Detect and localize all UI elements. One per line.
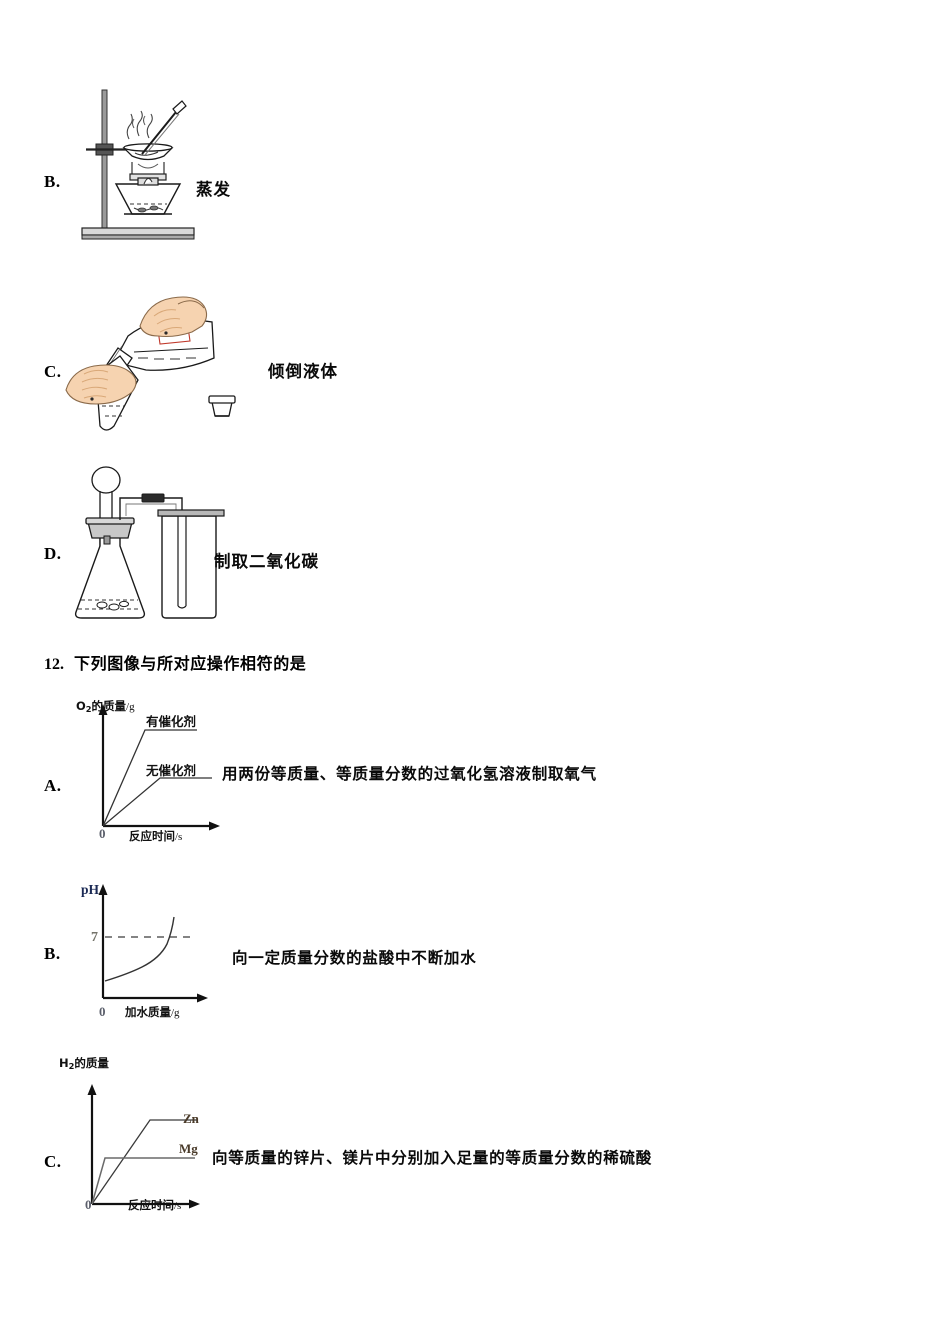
question-12: 12. 下列图像与所对应操作相符的是: [44, 650, 306, 674]
option-b-caption: 蒸发: [196, 180, 231, 199]
graph-option-a-description: 用两份等质量、等质量分数的过氧化氢溶液制取氧气: [222, 765, 597, 783]
chart-b: [72, 876, 302, 1016]
option-c-letter: C.: [44, 362, 62, 381]
chart-c-series-label-zn: Zn: [183, 1111, 199, 1126]
chart-c-series-label-mg: Mg: [179, 1141, 198, 1156]
chart-b-xlabel: 加水质量/g: [125, 1005, 180, 1019]
chart-a-ylabel: O2的质量/g: [76, 699, 135, 714]
option-d-caption: 制取二氧化碳: [214, 552, 319, 571]
chart-b-origin-tick: 0: [99, 1004, 106, 1019]
chart-a: [72, 694, 292, 844]
graph-option-a-letter: A.: [44, 776, 62, 795]
chart-a-series-label-without-catalyst: 无催化剂: [146, 763, 197, 778]
chart-c-origin-tick: 0: [85, 1197, 92, 1212]
chart-c-ylabel: H2的质量: [59, 1056, 109, 1071]
graph-option-c-letter: C.: [44, 1152, 62, 1171]
chart-a-xlabel: 反应时间/s: [129, 829, 183, 843]
chart-c: [72, 1078, 302, 1218]
question-stem: 下列图像与所对应操作相符的是: [74, 654, 307, 673]
evaporation-dish-on-stand-with-alcohol-lamp-icon: [72, 84, 222, 244]
graph-option-c-description: 向等质量的锌片、镁片中分别加入足量的等质量分数的稀硫酸: [212, 1149, 653, 1167]
option-b-letter: B.: [44, 172, 61, 191]
chart-a-origin-tick: 0: [99, 826, 106, 841]
chart-b-reference-tick-7: 7: [91, 930, 98, 945]
question-number: 12.: [44, 656, 64, 673]
graph-option-b-description: 向一定质量分数的盐酸中不断加水: [232, 949, 477, 967]
kipp-generator-flask-and-gas-collection-bottle-icon: [62, 464, 242, 629]
chart-b-ylabel: pH: [81, 882, 100, 897]
chart-c-xlabel: 反应时间/s: [128, 1198, 182, 1212]
graph-option-b-letter: B.: [44, 944, 61, 963]
option-d-letter: D.: [44, 544, 62, 563]
hands-pouring-liquid-into-test-tube-icon: [62, 286, 262, 436]
chart-a-series-label-with-catalyst: 有催化剂: [146, 714, 197, 729]
option-c-caption: 倾倒液体: [268, 362, 338, 381]
